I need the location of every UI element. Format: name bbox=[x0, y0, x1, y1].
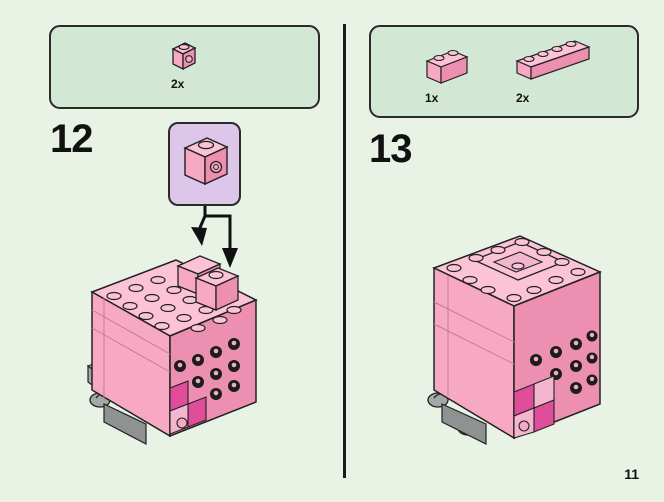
step-13-parts-box: 1x 2x bbox=[369, 25, 639, 118]
pink-1x1-round-side-stud-brick-icon bbox=[171, 42, 197, 71]
step-number-13: 13 bbox=[369, 127, 412, 171]
step-12-callout-box bbox=[168, 122, 241, 206]
pink-1x4-plate-icon bbox=[515, 40, 591, 80]
step-13-model bbox=[427, 235, 602, 445]
step-divider bbox=[343, 24, 346, 478]
step-12-part-qty: 2x bbox=[171, 77, 185, 91]
step-13-part-qty-1: 1x bbox=[425, 91, 439, 105]
step-13-part-qty-2: 2x bbox=[516, 91, 530, 105]
pink-1x2-brick-icon bbox=[425, 49, 469, 84]
pink-1x1-side-stud-brick-icon bbox=[183, 137, 229, 186]
page-number: 11 bbox=[624, 466, 639, 482]
step-12-model bbox=[86, 255, 258, 445]
step-number-12: 12 bbox=[50, 117, 93, 161]
step-12-parts-box: 2x bbox=[49, 25, 320, 109]
